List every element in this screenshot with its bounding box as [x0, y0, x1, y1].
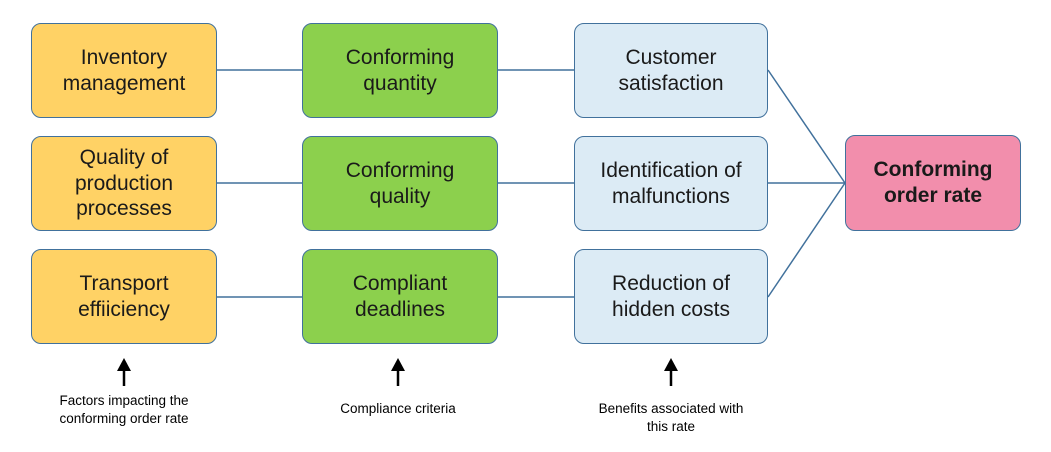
target-label: Conforming order rate — [873, 158, 993, 207]
factor-box-quality-of-production: Quality of production processes — [31, 136, 217, 231]
factor-label: Quality of production processes — [74, 146, 174, 221]
benefit-box-customer-satisfaction: Customer satisfaction — [574, 23, 768, 118]
criteria-label: Conforming quantity — [345, 45, 455, 95]
note-factors: Factors impacting the conforming order r… — [59, 393, 189, 426]
benefit-box-identification-of-malfunctions: Identification of malfunctions — [574, 136, 768, 231]
factor-label: Transport effiiciency — [78, 271, 170, 321]
arrow-up-icon-factors — [117, 358, 131, 386]
criteria-box-conforming-quantity: Conforming quantity — [302, 23, 498, 118]
note-benefits: Benefits associated with this rate — [598, 401, 744, 434]
note-criteria: Compliance criteria — [340, 401, 456, 416]
target-box-conforming-order-rate: Conforming order rate — [845, 135, 1021, 231]
benefit-box-reduction-of-hidden-costs: Reduction of hidden costs — [574, 249, 768, 344]
criteria-box-conforming-quality: Conforming quality — [302, 136, 498, 231]
benefit-label: Customer satisfaction — [618, 45, 724, 95]
arrow-up-icon-benefits — [664, 358, 678, 386]
criteria-label: Compliant deadlines — [352, 271, 448, 321]
factor-label: Inventory management — [62, 45, 186, 95]
factor-box-inventory-management: Inventory management — [31, 23, 217, 118]
connector-benefit-target-3 — [767, 182, 846, 298]
criteria-label: Conforming quality — [345, 158, 455, 208]
factor-box-transport-efficiency: Transport effiiciency — [31, 249, 217, 344]
connector-benefit-target-1 — [767, 69, 846, 184]
arrow-up-icon-criteria — [391, 358, 405, 386]
benefit-label: Identification of malfunctions — [600, 158, 742, 208]
benefit-label: Reduction of hidden costs — [612, 271, 730, 321]
criteria-box-compliant-deadlines: Compliant deadlines — [302, 249, 498, 344]
